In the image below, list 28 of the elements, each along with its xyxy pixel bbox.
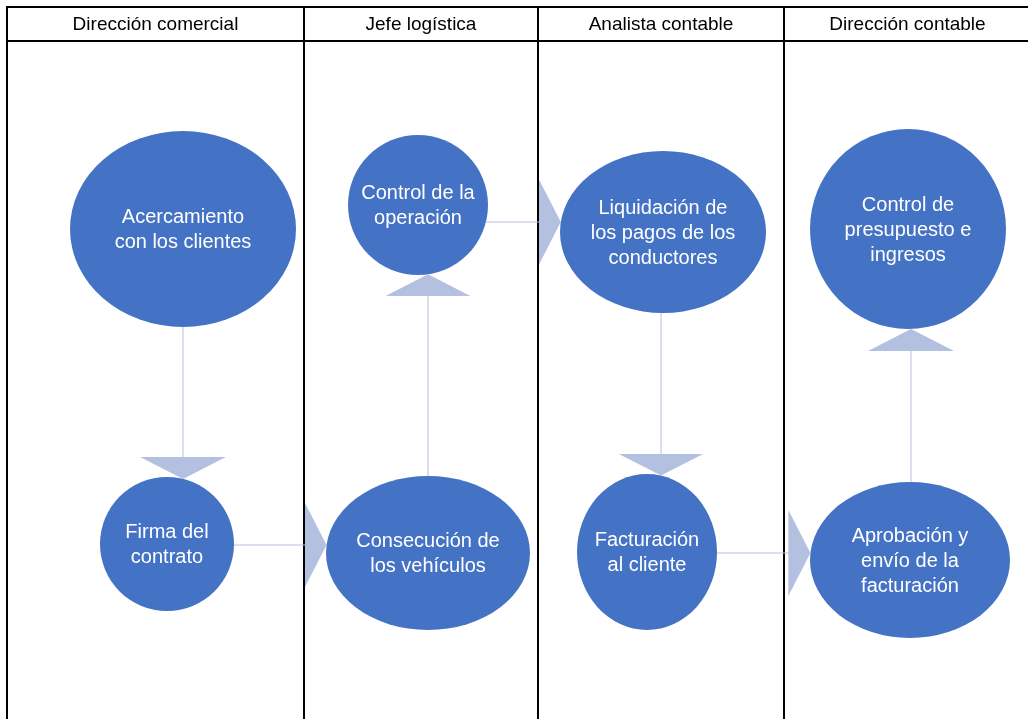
chevron-arrow [233, 502, 328, 588]
chevron-arrow [618, 312, 704, 477]
process-circle [560, 151, 766, 313]
chevron-arrow [716, 510, 811, 596]
process-circle [810, 129, 1006, 329]
process-label: Control de presupuesto e ingresos [843, 191, 973, 267]
process-label: Consecución de los vehículos [355, 528, 501, 578]
lane-header: Analista contable [587, 12, 735, 36]
chevron-arrow [868, 328, 954, 483]
process-label: Control de la operación [360, 180, 476, 230]
lane-header: Jefe logística [364, 12, 478, 36]
process-circle [348, 135, 488, 275]
process-label: Liquidación de los pagos de los conductores [589, 194, 737, 270]
process-label: Acercamiento con los clientes [113, 204, 253, 254]
process-circle [70, 131, 296, 327]
process-circle [577, 474, 717, 630]
chevron-arrow [385, 273, 471, 477]
process-label: Facturación al cliente [593, 527, 701, 577]
process-label: Firma del contrato [124, 519, 210, 569]
process-circle [326, 476, 530, 630]
process-circle [100, 477, 234, 611]
lane-header: Dirección comercial [71, 12, 240, 36]
chevron-arrow [140, 326, 226, 480]
process-label: Aprobación y envío de la facturación [850, 522, 970, 598]
chevron-arrow [485, 179, 562, 265]
process-circle [810, 482, 1010, 638]
lane-header: Dirección contable [828, 12, 987, 36]
swimlane [6, 6, 305, 719]
